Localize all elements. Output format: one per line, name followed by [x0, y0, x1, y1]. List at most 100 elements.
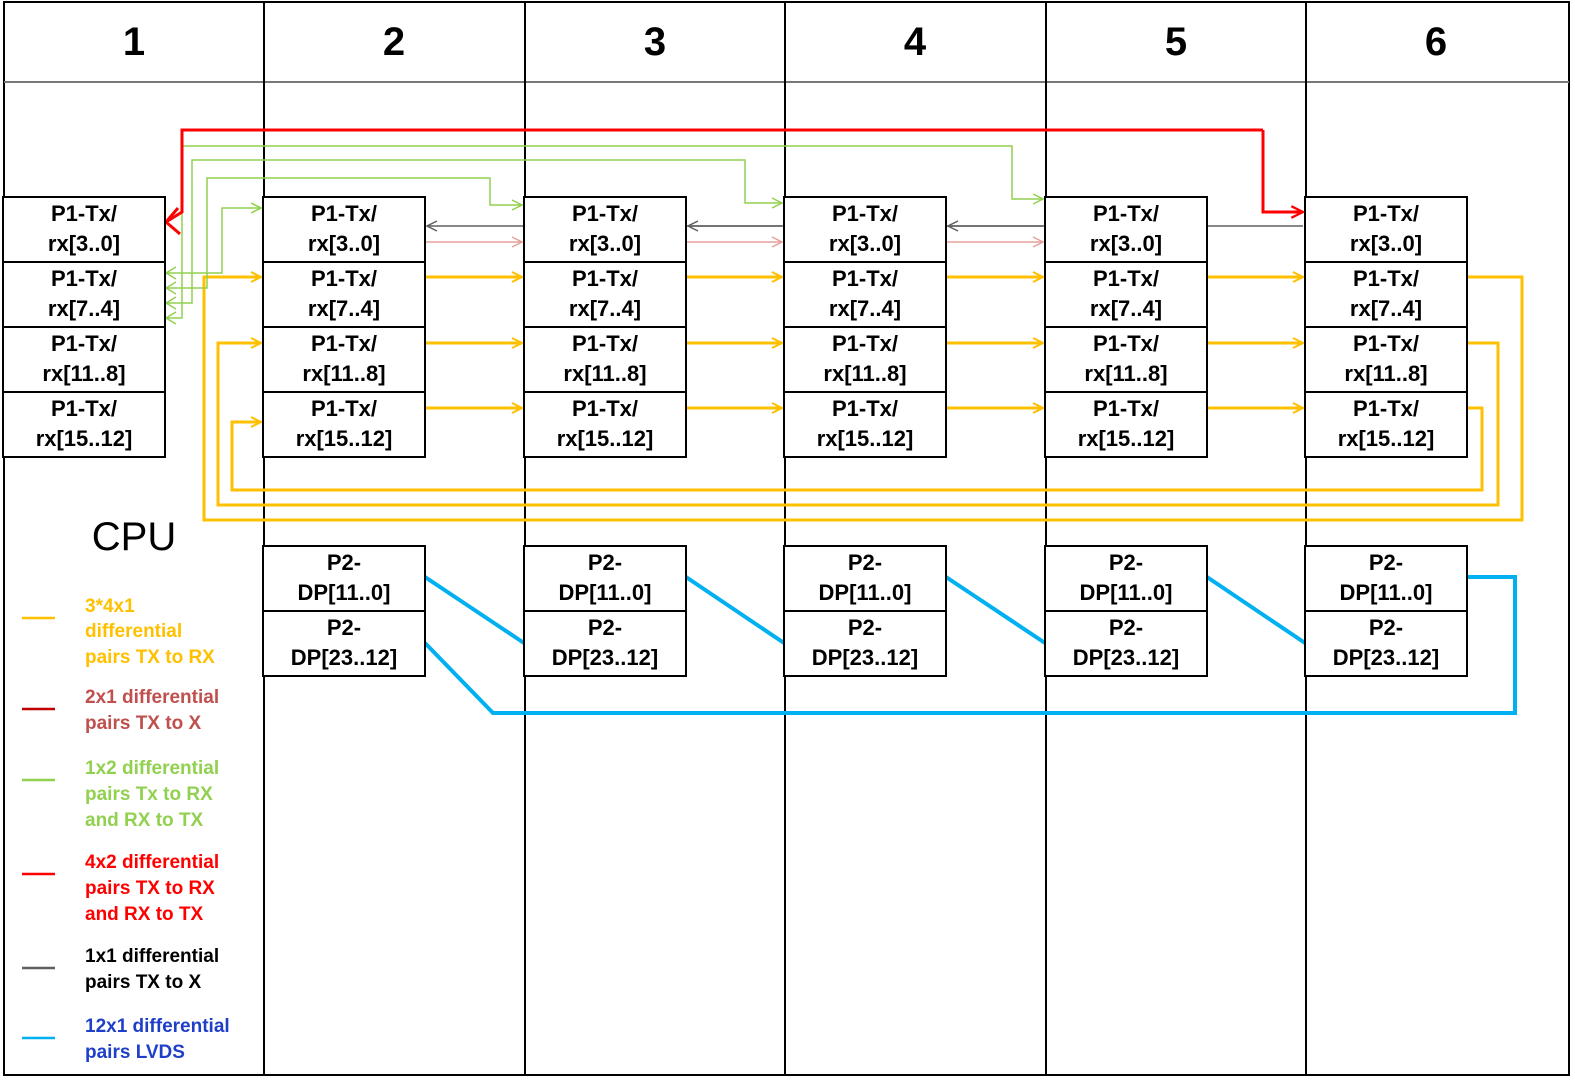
p1-box-col3-row3: P1-Tx/rx[11..8]: [523, 326, 687, 393]
box-label-line1: P2-: [588, 615, 622, 640]
p1-box-col5-row4: P1-Tx/rx[15..12]: [1044, 391, 1208, 458]
box-label-line1: P1-Tx/: [1093, 396, 1159, 421]
column-header-3: 3: [644, 20, 666, 64]
p2-box-col4-row2: P2- DP[23..12]: [783, 610, 947, 677]
box-label-line1: P1-Tx/: [51, 396, 117, 421]
green-link-col4: [165, 159, 782, 304]
p2-box-col4-row1: P2- DP[11..0]: [783, 545, 947, 612]
box-label-line1: P1-Tx/: [51, 266, 117, 291]
box-label-line1: P1-Tx/: [1353, 201, 1419, 226]
legend-text-line: pairs LVDS: [85, 1042, 185, 1063]
p1-box-col6-row3: P1-Tx/rx[11..8]: [1304, 326, 1468, 393]
red-link-to-cpu: [165, 128, 1263, 224]
blue-loop-link: [423, 575, 1517, 715]
box-label-line2: rx[15..12]: [36, 426, 133, 451]
p1-box-col5-row1: P1-Tx/rx[3..0]: [1044, 196, 1208, 263]
column-header-1: 1: [123, 20, 145, 64]
legend-text-line: pairs TX to X: [85, 972, 201, 993]
cpu-label: CPU: [92, 515, 176, 559]
box-label-line2: DP[23..12]: [1333, 645, 1439, 670]
column-header-2: 2: [383, 20, 405, 64]
legend-text-line: and RX to TX: [85, 810, 204, 831]
box-label-line1: P1-Tx/: [1093, 266, 1159, 291]
box-label-line2: DP[11..0]: [1340, 580, 1433, 605]
p1-box-col1-row1: P1-Tx/rx[3..0]: [2, 196, 166, 263]
box-label-line1: P2-: [848, 615, 882, 640]
box-label-line1: P1-Tx/: [311, 266, 377, 291]
legend-text-line: 4x2 differential: [85, 852, 219, 873]
box-label-line1: P1-Tx/: [572, 266, 638, 291]
p2-box-col2-row2: P2- DP[23..12]: [262, 610, 426, 677]
port-boxes: P1-Tx/rx[3..0]P1-Tx/rx[7..4]P1-Tx/rx[11.…: [2, 196, 1468, 677]
green-link-col2: [165, 208, 261, 274]
yellow-loop-row2: [202, 277, 1524, 522]
box-label-line1: P1-Tx/: [51, 331, 117, 356]
p1-box-col5-row2: P1-Tx/rx[7..4]: [1044, 261, 1208, 328]
box-label-line2: rx[3..0]: [308, 231, 380, 256]
box-label-line1: P1-Tx/: [572, 396, 638, 421]
p1-box-col2-row3: P1-Tx/rx[11..8]: [262, 326, 426, 393]
box-label-line2: rx[15..12]: [296, 426, 393, 451]
box-label-line2: DP[23..12]: [812, 645, 918, 670]
p1-box-col6-row2: P1-Tx/rx[7..4]: [1304, 261, 1468, 328]
box-label-line1: P1-Tx/: [572, 201, 638, 226]
box-label-line2: rx[3..0]: [48, 231, 120, 256]
p1-box-col1-row3: P1-Tx/rx[11..8]: [2, 326, 166, 393]
p1-box-col1-row2: P1-Tx/rx[7..4]: [2, 261, 166, 328]
box-label-line1: P1-Tx/: [832, 396, 898, 421]
box-label-line2: DP[11..0]: [819, 580, 912, 605]
p1-box-col3-row1: P1-Tx/rx[3..0]: [523, 196, 687, 263]
box-label-line1: P1-Tx/: [51, 201, 117, 226]
p1-box-col5-row3: P1-Tx/rx[11..8]: [1044, 326, 1208, 393]
box-label-line2: rx[3..0]: [569, 231, 641, 256]
p1-box-col2-row4: P1-Tx/rx[15..12]: [262, 391, 426, 458]
box-label-line2: rx[7..4]: [569, 296, 641, 321]
column-headers: 1 2 3 4 5 6: [123, 20, 1447, 64]
box-label-line1: P1-Tx/: [832, 331, 898, 356]
box-label-line1: P2-: [848, 550, 882, 575]
legend-item-6: 12x1 differential pairs LVDS: [22, 1016, 230, 1063]
box-label-line2: rx[7..4]: [829, 296, 901, 321]
box-label-line1: P2-: [1369, 615, 1403, 640]
legend-item-5: 1x1 differential pairs TX to X: [22, 946, 219, 993]
box-label-line1: P1-Tx/: [1353, 331, 1419, 356]
blue-link-2: [684, 575, 786, 645]
green-link-col3: [165, 177, 522, 289]
legend-text-line: 1x1 differential: [85, 946, 219, 967]
grid-frame: [3, 1, 1570, 1076]
p2-box-col3-row1: P2-DP[11..0]: [523, 545, 687, 612]
box-label-line1: P2-: [1109, 550, 1143, 575]
p1-box-col6-row4: P1-Tx/rx[15..12]: [1304, 391, 1468, 458]
box-label-line2: DP[23..12]: [552, 645, 658, 670]
box-label-line1: P1-Tx/: [832, 266, 898, 291]
box-label-line2: DP[23..12]: [291, 645, 397, 670]
box-label-line2: DP[23..12]: [1073, 645, 1179, 670]
box-label-line2: rx[11..8]: [563, 361, 646, 386]
p1-box-col3-row2: P1-Tx/rx[7..4]: [523, 261, 687, 328]
box-label-line2: rx[11..8]: [1344, 361, 1427, 386]
p2-box-col5-row2: P2- DP[23..12]: [1044, 610, 1208, 677]
box-label-line1: P1-Tx/: [311, 331, 377, 356]
box-label-line2: rx[15..12]: [817, 426, 914, 451]
column-header-5: 5: [1165, 20, 1187, 64]
legend-text-line: 12x1 differential: [85, 1016, 230, 1037]
box-label-line1: P1-Tx/: [311, 396, 377, 421]
box-label-line1: P1-Tx/: [1353, 396, 1419, 421]
connectors: [163, 128, 1524, 715]
legend-text-line: pairs TX to X: [85, 713, 201, 734]
p1-box-col4-row2: P1-Tx/rx[7..4]: [783, 261, 947, 328]
legend-text-line: and RX to TX: [85, 904, 204, 925]
box-label-line2: rx[11..8]: [302, 361, 385, 386]
p1-box-col2-row2: P1-Tx/rx[7..4]: [262, 261, 426, 328]
green-link-col5: [165, 145, 1043, 319]
blue-link-3: [944, 575, 1047, 645]
box-label-line1: P2-: [327, 615, 361, 640]
legend-text-line: 1x2 differential: [85, 758, 219, 779]
box-label-line1: P2-: [1109, 615, 1143, 640]
box-label-line2: rx[11..8]: [823, 361, 906, 386]
